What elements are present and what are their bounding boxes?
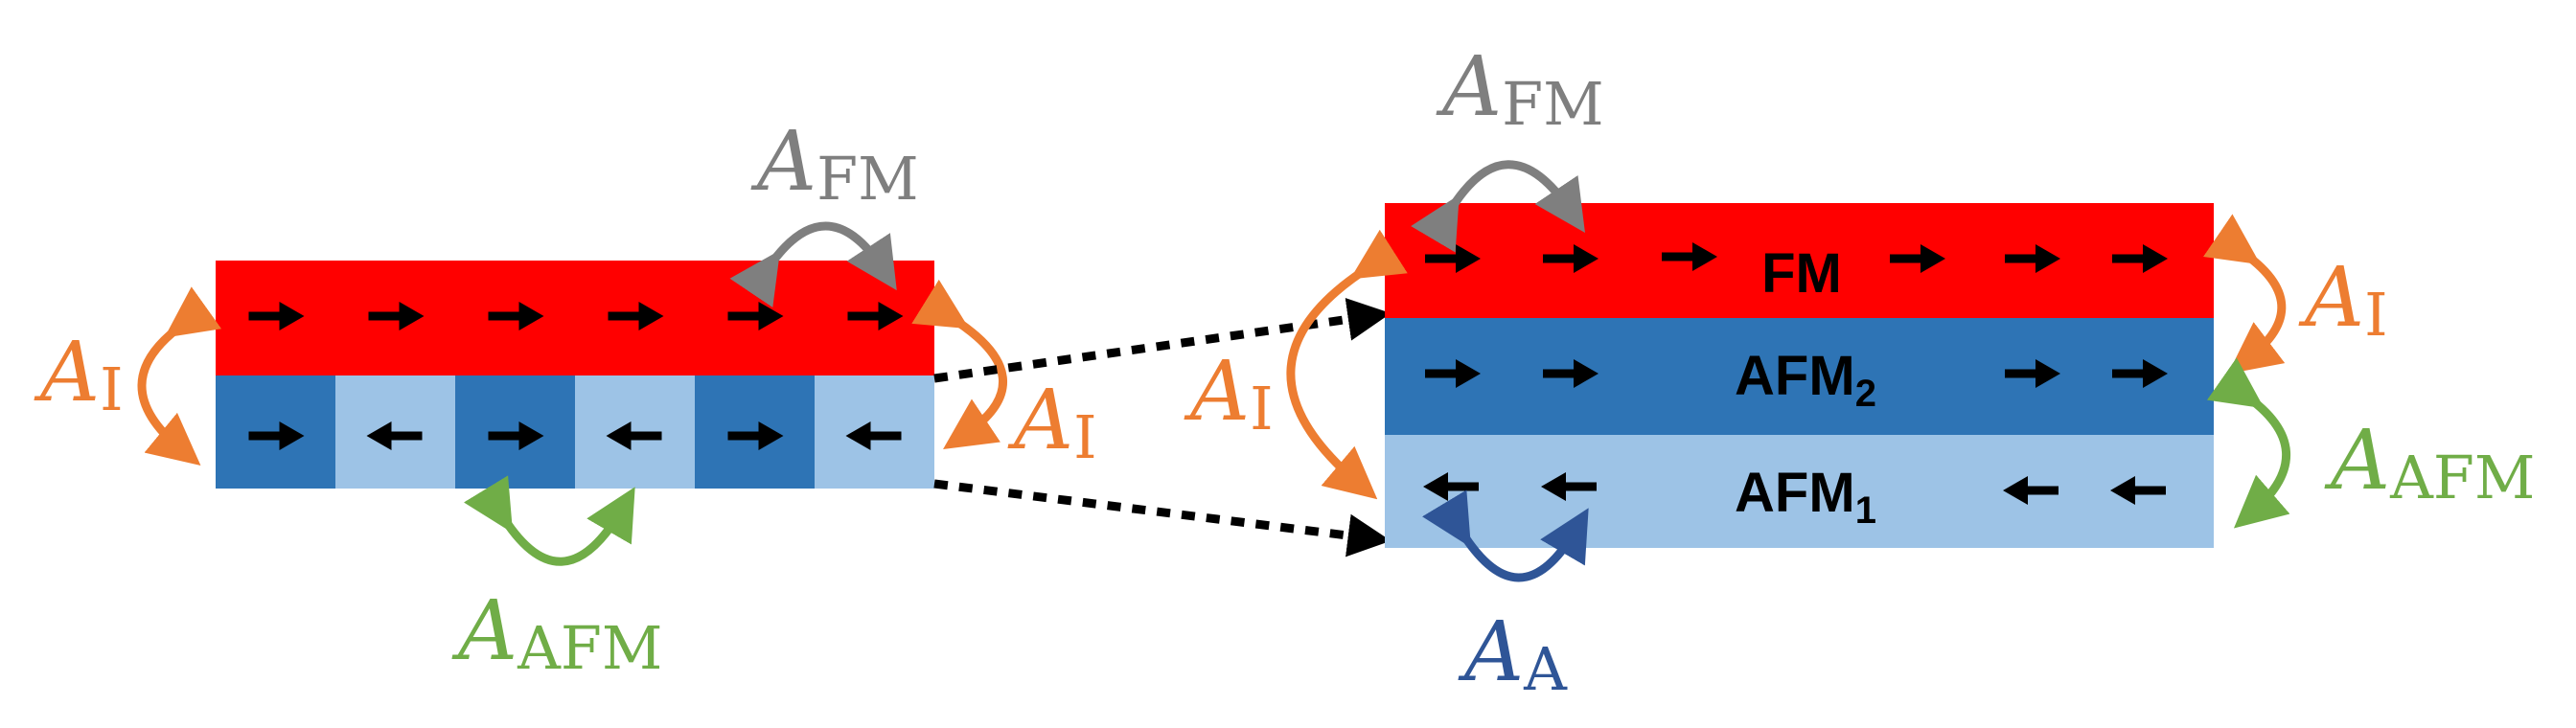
right-afm1-spin-arrow (2003, 476, 2058, 505)
left-afm-spin-arrow (248, 421, 305, 450)
right-afm-exchange-label: AAFM (2324, 413, 2535, 512)
right-interface-label-left: AI (1184, 344, 1274, 444)
left-afm-spin-arrow (366, 421, 423, 450)
right-fm-layer-label: FM (1761, 242, 1842, 305)
left-fm-spin-arrow (847, 302, 904, 330)
right-structure: FM AFM2 AFM1 (1385, 203, 2214, 548)
right-afm2-layer (1385, 318, 2214, 435)
right-interface-label-right: AI (2298, 250, 2388, 350)
left-fm-spin-arrow (488, 302, 544, 330)
right-afm2-spin-arrow (1425, 359, 1481, 388)
right-fm-spin-arrow (1890, 244, 1945, 273)
left-afm-spin-arrow (727, 421, 784, 450)
right-anisotropy-arrow (1422, 489, 1589, 582)
connector-bottom-arrow (933, 479, 1392, 557)
left-afm-spin-arrow (845, 421, 902, 450)
right-spins (1423, 242, 2168, 505)
left-fm-spin-arrow (368, 302, 425, 330)
left-structure (216, 261, 934, 489)
left-fm-spin-arrow (727, 302, 784, 330)
left-afm-layer (216, 375, 934, 489)
right-fm-exchange-label: AFM (1436, 39, 1604, 139)
left-fm-layer (216, 261, 934, 375)
left-fm-exchange-arrow (729, 221, 897, 307)
right-fm-spin-arrow (2112, 244, 2168, 273)
right-fm-spin-arrow (2005, 244, 2060, 273)
left-interface-arrow-right (911, 279, 1008, 449)
right-afm-exchange-arrow (2206, 357, 2290, 529)
left-interface-label-right: AI (1007, 373, 1097, 472)
left-afm-spin-arrow (606, 421, 662, 450)
right-afm1-spin-arrow (2110, 476, 2166, 505)
left-fm-spin-arrow (608, 302, 664, 330)
right-afm2-spin-arrow (1543, 359, 1598, 388)
right-afm1-layer-label: AFM1 (1735, 462, 1876, 532)
left-afm-exchange-arrow (463, 475, 635, 566)
right-interface-arrow-left (1286, 229, 1408, 500)
right-afm2-spin-arrow (2112, 359, 2168, 388)
left-fm-spins (248, 302, 904, 330)
left-interface-arrow-left (137, 286, 222, 466)
right-interface-arrow-right (2202, 214, 2287, 375)
left-afm-exchange-label: AAFM (451, 583, 662, 683)
left-interface-label-left: AI (34, 325, 124, 424)
left-afm-spins (248, 421, 902, 450)
left-afm-spin-arrow (488, 421, 544, 450)
right-fm-exchange-arrow (1411, 160, 1585, 253)
right-anisotropy-label: AA (1458, 604, 1568, 704)
right-afm2-spin-arrow (2005, 359, 2060, 388)
right-afm2-layer-label: AFM2 (1735, 345, 1876, 415)
left-fm-spin-arrow (248, 302, 305, 330)
left-fm-exchange-label: AFM (750, 114, 919, 214)
right-fm-spin-arrow (1662, 242, 1717, 271)
